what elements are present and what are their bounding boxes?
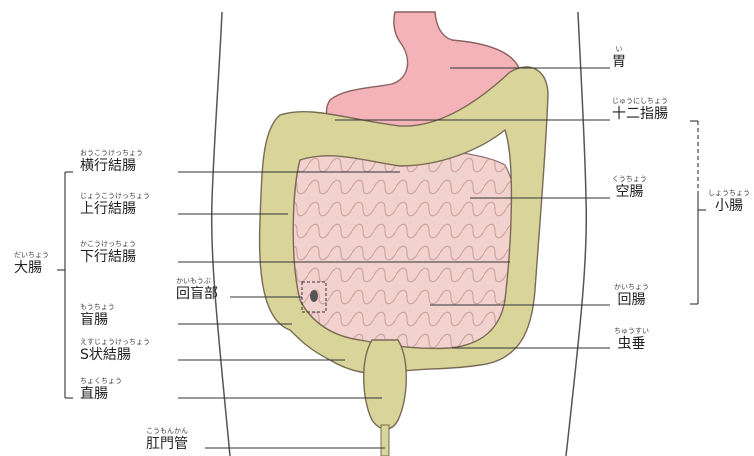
- anal-canal-shape: [381, 425, 389, 456]
- label-large-intestine: だいちょう 大腸: [14, 252, 49, 275]
- label-jejunum: くうちょう 空腸: [612, 176, 647, 199]
- label-cecum: もうちょう 盲腸: [80, 304, 115, 327]
- label-descending-colon: かこうけっちょう 下行結腸: [80, 241, 136, 264]
- label-stomach: い 胃: [612, 46, 626, 69]
- label-ileocecal: かいもうぶ 回盲部: [176, 278, 218, 301]
- body-outline: [212, 12, 230, 456]
- body-outline-right: [566, 12, 586, 456]
- label-appendix: ちゅうすい 虫垂: [614, 328, 649, 351]
- rectum-shape: [364, 340, 407, 429]
- label-rectum: ちょくちょう 直腸: [80, 378, 122, 401]
- label-duodenum: じゅうにしちょう 十二指腸: [612, 98, 668, 121]
- label-ascending-colon: じょうこうけっちょう 上行結腸: [80, 193, 150, 216]
- label-sigmoid-colon: えすじょうけっちょう S状結腸: [80, 339, 150, 362]
- label-small-intestine: しょうちょう 小腸: [708, 190, 750, 213]
- label-anal-canal: こうもんかん 肛門管: [146, 428, 188, 451]
- label-ileum: かいちょう 回腸: [614, 284, 649, 307]
- label-transverse-colon: おうこうけっちょう 横行結腸: [80, 150, 143, 173]
